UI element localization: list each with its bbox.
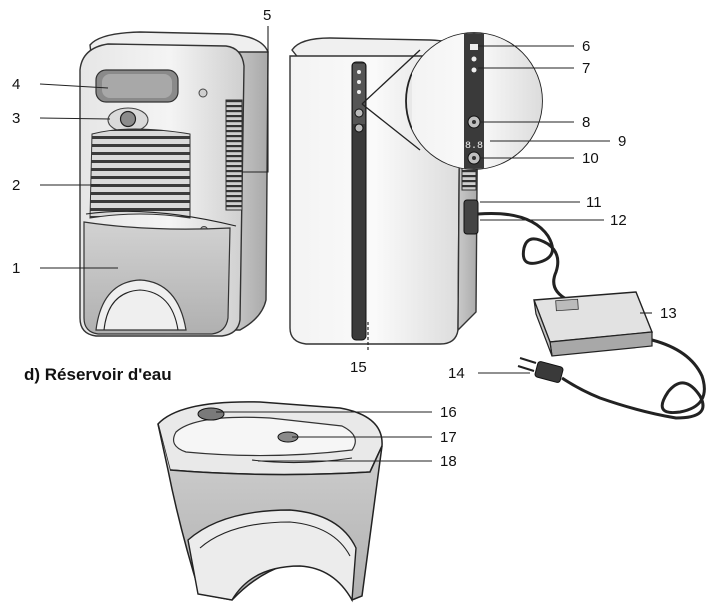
callout-6: 6 (582, 38, 590, 55)
fan-light-icon (471, 67, 477, 73)
digital-display: 8.8 (465, 141, 483, 152)
callout-15: 15 (350, 359, 367, 376)
callout-4: 4 (12, 76, 20, 93)
water-tank-detail (157, 401, 383, 603)
callout-18: 18 (440, 453, 457, 470)
callout-16: 16 (440, 404, 457, 421)
front-unit (79, 31, 269, 337)
callout-1: 1 (12, 260, 20, 277)
callout-7: 7 (582, 60, 590, 77)
control-strip (351, 61, 367, 341)
power-button (119, 110, 137, 128)
power-socket (463, 199, 479, 235)
tank-full-icon (470, 44, 478, 50)
callout-14: 14 (448, 365, 465, 382)
callout-12: 12 (610, 212, 627, 229)
mains-plug (517, 357, 564, 383)
indicator-light (198, 88, 208, 98)
callout-3: 3 (12, 110, 20, 127)
callout-9: 9 (618, 133, 626, 150)
callout-10: 10 (582, 150, 599, 167)
control-panel-zoom: 8.8 (361, 32, 543, 170)
float-valve (197, 407, 225, 421)
callout-2: 2 (12, 177, 20, 194)
callout-labels: 4 3 2 1 5 6 7 8 9 10 11 12 13 14 15 16 1… (12, 7, 677, 470)
mode-light-icon (471, 56, 477, 62)
air-intake-grille (89, 128, 191, 219)
callout-5: 5 (263, 7, 271, 24)
side-vent (225, 99, 243, 211)
callout-13: 13 (660, 305, 677, 322)
section-title: d) Réservoir d'eau (24, 365, 172, 384)
callout-11: 11 (586, 194, 602, 211)
callout-8: 8 (582, 114, 590, 131)
leader-lines (39, 26, 652, 462)
power-supply (477, 211, 706, 420)
callout-17: 17 (440, 429, 457, 446)
